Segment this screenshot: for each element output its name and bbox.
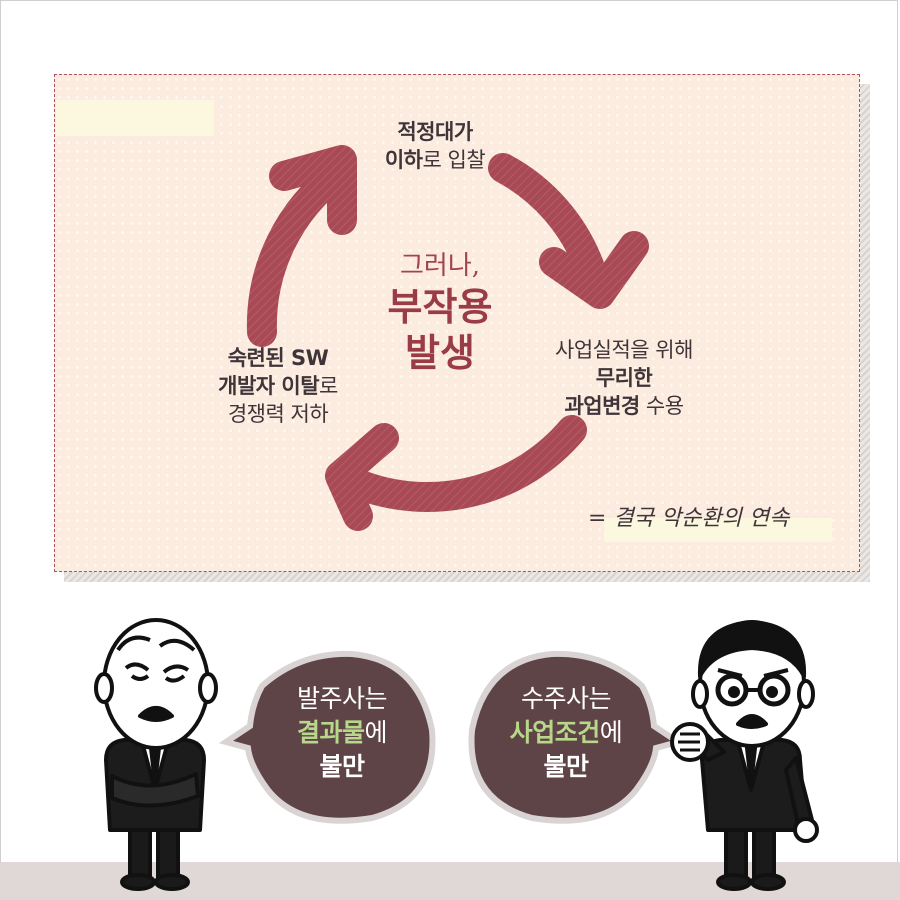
bubble-right-line2-rest: 에	[599, 718, 623, 747]
businessman-icon	[94, 618, 218, 891]
bubble-right-highlight: 사업조건	[509, 718, 601, 747]
label-left-line3: 경쟁력 저하	[227, 402, 329, 426]
businessman-icon	[670, 620, 819, 891]
cycle-arrow-icon	[246, 145, 357, 347]
label-right-line1: 사업실적을 위해	[555, 338, 693, 362]
center-label: 그러나, 부작용 발생	[330, 248, 550, 376]
label-top-line1: 적정대가	[397, 120, 473, 144]
label-right-line3-bold: 과업변경	[564, 394, 640, 418]
bubble-right-line3: 불만	[543, 752, 589, 781]
label-left-line2-rest: 로	[319, 374, 338, 398]
speech-bubble-icon	[218, 650, 436, 824]
bubble-left-highlight: 결과물	[296, 718, 365, 747]
label-left-line2-bold: 개발자 이탈	[218, 374, 320, 398]
bubble-left-line2-rest: 에	[364, 718, 388, 747]
bubble-left-line3: 불만	[319, 752, 365, 781]
label-top-line2-rest: 로 입찰	[422, 148, 486, 172]
center-label-big1: 부작용	[387, 284, 493, 329]
label-top: 적정대가 이하로 입찰	[360, 118, 510, 174]
bubble-left-text: 발주사는 결과물에 불만	[262, 682, 422, 784]
label-right-line2: 무리한	[595, 366, 653, 390]
bubble-left-line1: 발주사는	[296, 684, 388, 713]
tag-band	[56, 100, 214, 136]
bubble-right-line1: 수주사는	[520, 684, 612, 713]
conclusion-text: = 결국 악순환의 연속	[588, 506, 790, 531]
conclusion-band	[604, 518, 832, 542]
label-top-line2-bold: 이하	[384, 148, 423, 172]
cycle-arrow-icon	[325, 415, 587, 531]
speech-bubble-icon	[468, 650, 686, 824]
label-left-line1: 숙련된 SW	[227, 346, 329, 370]
label-right: 사업실적을 위해 무리한 과업변경 수용	[524, 336, 724, 420]
label-left: 숙련된 SW 개발자 이탈로 경쟁력 저하	[188, 344, 368, 428]
cycle-arrow-icon	[488, 153, 649, 309]
bubble-right-text: 수주사는 사업조건에 불만	[476, 682, 656, 784]
label-right-line3-rest: 수용	[639, 394, 684, 418]
center-label-big2: 발생	[405, 330, 475, 375]
center-label-small: 그러나,	[399, 251, 481, 281]
